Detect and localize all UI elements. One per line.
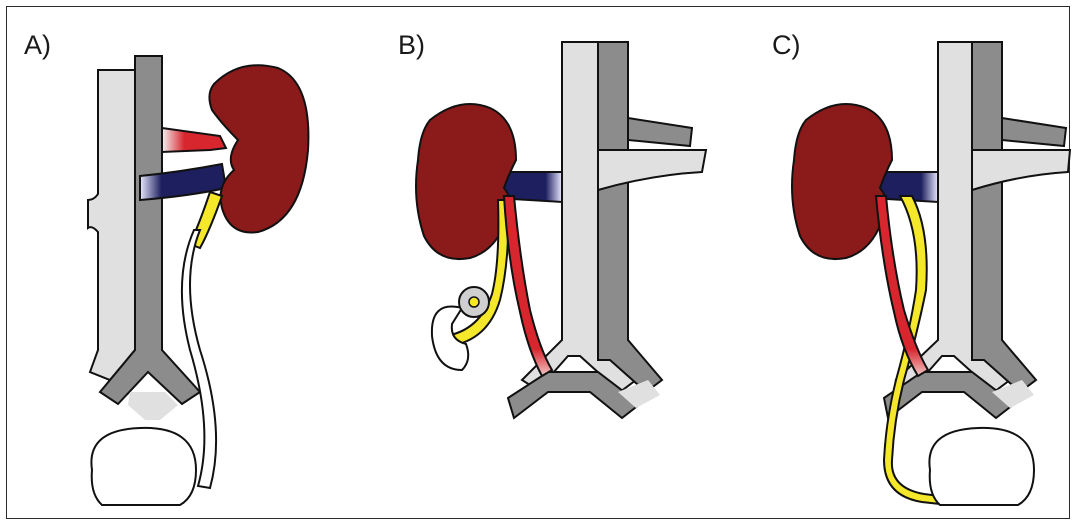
- panel-c-bladder: [929, 428, 1034, 505]
- panel-b-branch-lower: [598, 150, 706, 190]
- panel-b-branch-upper: [628, 118, 692, 146]
- panel-a-bladder: [91, 428, 196, 505]
- panel-b-stoma-center: [469, 297, 479, 307]
- panel-c: [792, 42, 1070, 505]
- panel-c-branch-lower: [972, 150, 1070, 190]
- panel-b: [416, 42, 706, 418]
- panel-b-renal-artery: [504, 196, 552, 376]
- panel-b-aorta: [598, 42, 662, 392]
- panel-c-aorta: [972, 42, 1036, 392]
- panel-a: [88, 56, 308, 505]
- panel-a-vena-cava: [88, 70, 135, 380]
- panel-a-renal-artery: [162, 128, 226, 152]
- panel-c-branch-upper: [1002, 118, 1066, 146]
- panel-c-kidney: [792, 104, 892, 259]
- panel-a-iliac-light: [128, 392, 178, 420]
